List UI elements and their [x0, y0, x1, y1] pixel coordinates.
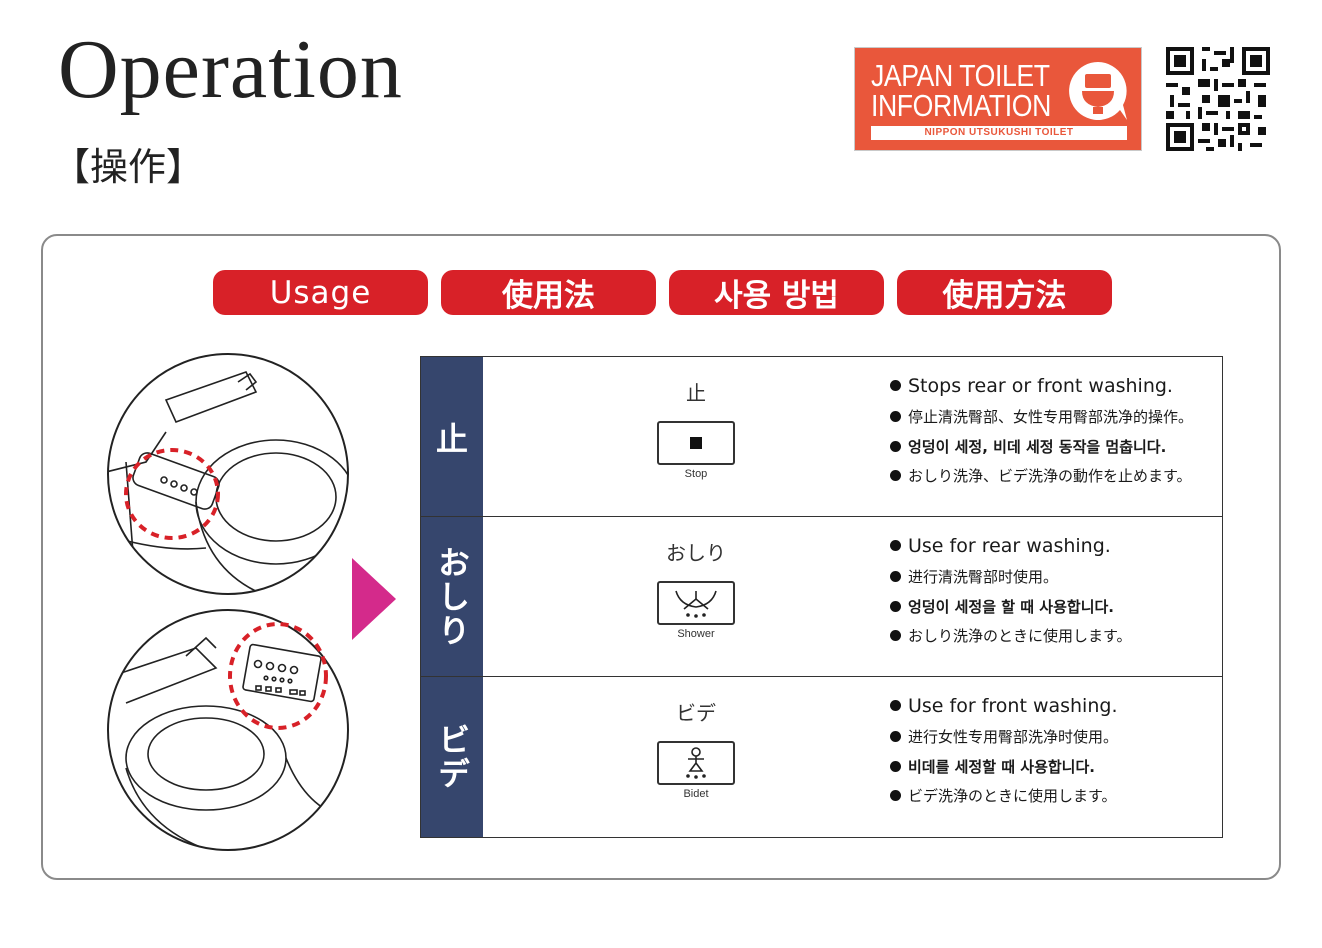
stop-button[interactable] [657, 421, 735, 465]
tab-usage-ko: 사용 방법 [669, 270, 884, 315]
instruction-en: Use for rear washing. [889, 535, 1219, 558]
pointer-arrow-icon [352, 558, 396, 640]
shower-button[interactable] [657, 581, 735, 625]
instruction-ko: 엉덩이 세정을 할 때 사용합니다. [889, 598, 1219, 616]
row-side-label: 止 [421, 357, 483, 516]
instruction-en: Use for front washing. [889, 695, 1219, 718]
tab-usage-zh: 使用方法 [897, 270, 1112, 315]
toilet-side-panel-illustration [107, 353, 349, 595]
button-name-label: おしり [666, 541, 726, 565]
toilet-wall-remote-illustration [107, 609, 349, 851]
logo-line-2: INFORMATION [871, 88, 1051, 123]
instruction-ko: 비데를 세정할 때 사용합니다. [889, 758, 1219, 776]
button-caption: Shower [677, 628, 715, 640]
button-name-label: 止 [686, 381, 706, 405]
button-caption: Stop [684, 468, 708, 480]
tab-usage-en: Usage [213, 270, 428, 315]
instruction-zh: 停止清洗臀部、女性专用臀部洗净的操作。 [889, 408, 1219, 426]
table-row-shower: おしり おしり Shower Use for rear washing. 进行清… [421, 517, 1222, 677]
operation-table: 止 止 Stop Stops rear or front washing. 停止… [420, 356, 1223, 838]
instruction-zh: 进行女性专用臀部洗净时使用。 [889, 728, 1219, 746]
japan-toilet-info-logo: JAPAN TOILET INFORMATION NIPPON UTSUKUSH… [854, 47, 1142, 151]
page-title: Operation [58, 23, 403, 116]
instruction-ja: ビデ洗浄のときに使用します。 [889, 787, 1219, 805]
tab-usage-ja: 使用法 [441, 270, 656, 315]
instruction-list: Use for rear washing. 进行清洗臀部时使用。 엉덩이 세정을… [889, 535, 1219, 645]
instruction-ko: 엉덩이 세정, 비데 세정 동작을 멈춥니다. [889, 438, 1219, 456]
instruction-zh: 进行清洗臀部时使用。 [889, 568, 1219, 586]
bidet-button[interactable] [657, 741, 735, 785]
row-side-label: おしり [421, 517, 483, 676]
row-side-label: ビデ [421, 677, 483, 837]
table-row-stop: 止 止 Stop Stops rear or front washing. 停止… [421, 357, 1222, 517]
bidet-icon [686, 747, 706, 779]
qr-code-icon[interactable] [1166, 47, 1270, 151]
stop-square-icon [690, 437, 702, 449]
button-caption: Bidet [683, 788, 709, 800]
instruction-list: Use for front washing. 进行女性专用臀部洗净时使用。 비데… [889, 695, 1219, 805]
page-subtitle: 【操作】 [52, 145, 205, 189]
instruction-en: Stops rear or front washing. [889, 375, 1219, 398]
instruction-list: Stops rear or front washing. 停止清洗臀部、女性专用… [889, 375, 1219, 485]
table-row-bidet: ビデ ビデ Bidet Use for front washing. 进行女性专… [421, 677, 1222, 837]
logo-line-1: JAPAN TOILET [871, 58, 1050, 93]
instruction-ja: おしり洗浄、ビデ洗浄の動作を止めます。 [889, 467, 1219, 485]
operation-panel [41, 234, 1281, 880]
toilet-bubble-icon [1069, 62, 1127, 120]
button-name-label: ビデ [676, 701, 716, 725]
instruction-ja: おしり洗浄のときに使用します。 [889, 627, 1219, 645]
rear-shower-icon [675, 590, 717, 618]
logo-tagline: NIPPON UTSUKUSHI TOILET [871, 126, 1127, 140]
